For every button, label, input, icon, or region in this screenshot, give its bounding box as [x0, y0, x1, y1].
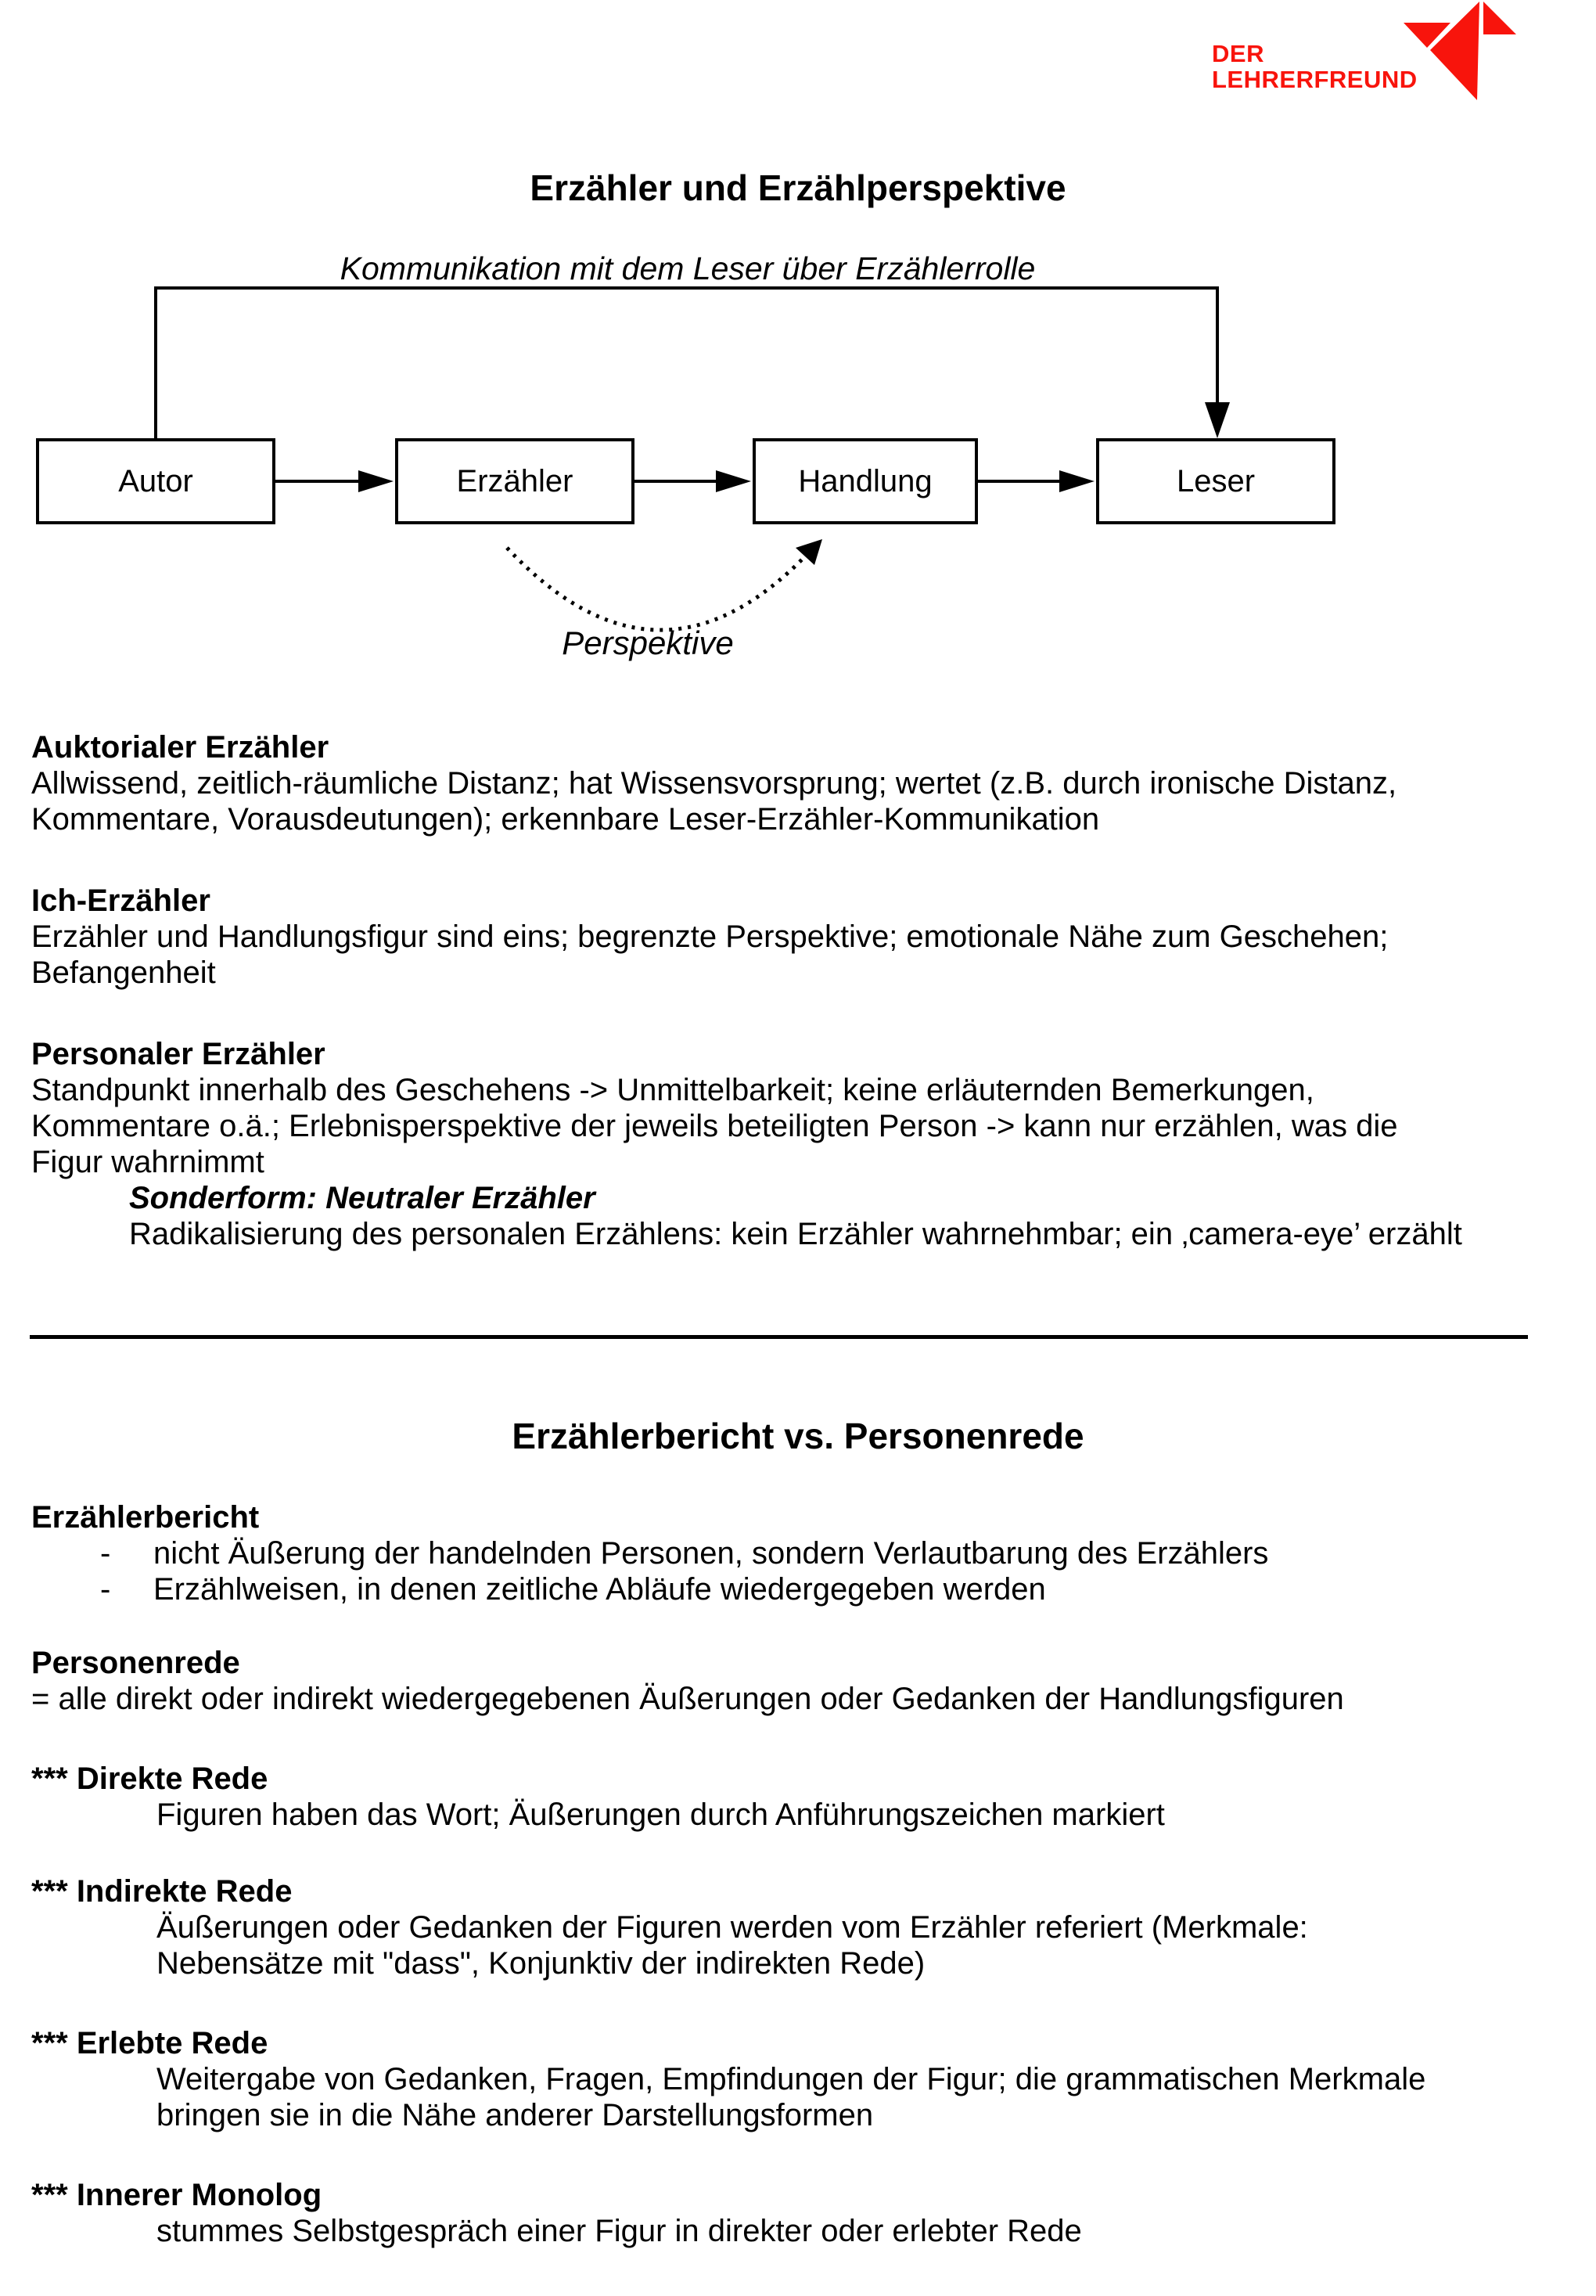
body-line: Figur wahrnimmt [31, 1145, 264, 1179]
flow-arrowhead-3 [1059, 470, 1095, 492]
heading-ich-erzaehler: Ich-Erzähler [31, 883, 210, 918]
heading-direkte-rede: *** Direkte Rede [31, 1762, 268, 1796]
heading-auktorialer: Auktorialer Erzähler [31, 730, 329, 765]
diagram-connectors [154, 286, 1230, 632]
section-divider [30, 1335, 1528, 1339]
heading-indirekte-rede: *** Indirekte Rede [31, 1874, 293, 1909]
body-line: = alle direkt oder indirekt wiedergegebe… [31, 1682, 1344, 1716]
flow-arrowhead-1 [358, 470, 394, 492]
node-autor: Autor [36, 438, 275, 524]
body-line: bringen sie in die Nähe anderer Darstell… [156, 2098, 874, 2132]
heading-erlebte-rede: *** Erlebte Rede [31, 2026, 268, 2060]
body-line: Nebensätze mit "dass", Konjunktiv der in… [156, 1946, 926, 1981]
lehrerfreund-logo-text: DER LEHRERFREUND [1212, 41, 1418, 92]
bullet-item: - Erzählweisen, in denen zeitliche Abläu… [31, 1571, 1565, 1607]
body-line: Kommentare, Vorausdeutungen); erkennbare… [31, 802, 1100, 837]
bullet-text: Erzählweisen, in denen zeitliche Abläufe… [153, 1572, 1046, 1607]
node-leser: Leser [1096, 438, 1335, 524]
body-line: Kommentare o.ä.; Erlebnisperspektive der… [31, 1109, 1398, 1143]
body-line: Radikalisierung des personalen Erzählens… [129, 1217, 1462, 1251]
body-line: Weitergabe von Gedanken, Fragen, Empfind… [156, 2062, 1426, 2096]
logo-text-line2: LEHRERFREUND [1212, 66, 1418, 93]
heading-erzaehlerbericht: Erzählerbericht [31, 1500, 260, 1535]
heading-innerer-monolog: *** Innerer Monolog [31, 2178, 322, 2212]
body-line: Erzähler und Handlungsfigur sind eins; b… [31, 919, 1389, 954]
bracket-arrowhead [1205, 402, 1230, 438]
flow-arrowhead-2 [716, 470, 751, 492]
body-line: Befangenheit [31, 955, 216, 990]
body-line: Äußerungen oder Gedanken der Figuren wer… [156, 1910, 1308, 1945]
logo-text-line1: DER [1212, 40, 1264, 67]
bracket-label: Kommunikation mit dem Leser über Erzähle… [340, 250, 1036, 286]
perspective-arrowhead [796, 539, 822, 565]
bullet-item: - nicht Äußerung der handelnden Personen… [31, 1535, 1565, 1571]
perspective-curve [505, 546, 807, 632]
body-line: Figuren haben das Wort; Äußerungen durch… [156, 1798, 1165, 1832]
node-handlung: Handlung [753, 438, 978, 524]
section2-title: Erzählerbericht vs. Personenrede [512, 1416, 1084, 1456]
body-line: Allwissend, zeitlich-räumliche Distanz; … [31, 766, 1397, 801]
bracket-line [154, 286, 1219, 438]
subheading-sonderform: Sonderform: Neutraler Erzähler [129, 1181, 595, 1215]
bullet-dash: - [100, 1536, 111, 1571]
rede-section: Erzählerbericht - nicht Äußerung der han… [31, 1499, 1565, 2249]
bullet-dash: - [100, 1572, 111, 1607]
perspective-label: Perspektive [562, 624, 734, 661]
node-erzaehler: Erzähler [395, 438, 634, 524]
bullet-text: nicht Äußerung der handelnden Personen, … [153, 1536, 1269, 1571]
heading-personaler: Personaler Erzähler [31, 1037, 325, 1071]
narrator-types-section: Auktorialer Erzähler Allwissend, zeitlic… [31, 729, 1565, 1252]
page-title: Erzähler und Erzählperspektive [530, 167, 1066, 208]
origami-bird-icon [1404, 2, 1516, 100]
heading-personenrede: Personenrede [31, 1646, 240, 1680]
body-line: stummes Selbstgespräch einer Figur in di… [156, 2214, 1082, 2248]
body-line: Standpunkt innerhalb des Geschehens -> U… [31, 1073, 1314, 1107]
